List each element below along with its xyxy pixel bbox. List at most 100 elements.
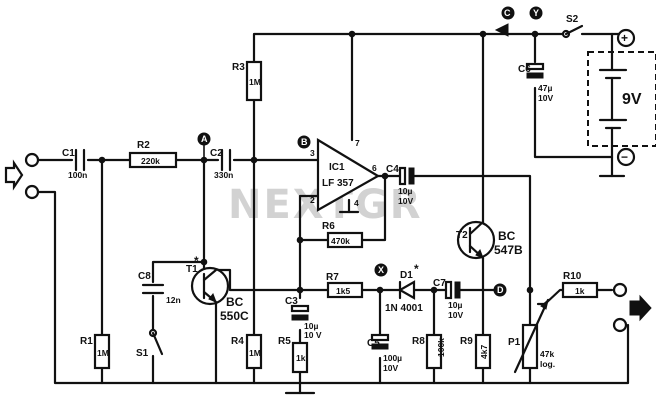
svg-text:6: 6	[372, 163, 377, 173]
svg-text:R2: R2	[137, 140, 150, 151]
node-marker-d: D	[493, 283, 507, 297]
diode-d1: D1 * 1N 4001	[385, 262, 423, 314]
svg-text:R1: R1	[80, 336, 93, 347]
svg-text:10 V: 10 V	[304, 330, 322, 340]
svg-text:*: *	[414, 262, 419, 276]
svg-text:C2: C2	[210, 148, 223, 159]
junction-dots	[98, 30, 539, 294]
svg-text:S1: S1	[136, 348, 149, 359]
svg-text:R8: R8	[412, 336, 425, 347]
svg-text:470k: 470k	[331, 236, 350, 246]
node-marker-c: C	[501, 6, 515, 20]
svg-text:C3: C3	[285, 296, 298, 307]
svg-text:47k: 47k	[540, 349, 554, 359]
resistor-r8: 100k R8	[412, 333, 446, 370]
output-terminal-ground	[612, 317, 628, 333]
svg-text:S2: S2	[566, 14, 579, 25]
svg-text:1k5: 1k5	[336, 286, 350, 296]
svg-text:10V: 10V	[383, 363, 398, 373]
output-terminal-signal	[612, 282, 628, 298]
svg-text:BC: BC	[498, 229, 516, 243]
svg-text:BC: BC	[226, 295, 244, 309]
capacitor-c6: C6 47µ 10V	[518, 62, 553, 103]
svg-text:R4: R4	[231, 336, 244, 347]
resistor-r10: 1k R10	[561, 271, 599, 299]
transistor-t2: T2 BC 547B	[456, 220, 523, 260]
svg-text:C7: C7	[433, 278, 446, 289]
battery-plus-terminal	[616, 28, 636, 48]
svg-text:B: B	[301, 137, 308, 147]
svg-text:7: 7	[355, 138, 360, 148]
capacitor-c8: C8 12n	[138, 271, 181, 305]
svg-text:−: −	[621, 150, 628, 164]
capacitor-c5: C5 100µ 10V	[367, 333, 402, 373]
svg-text:550C: 550C	[220, 309, 249, 323]
svg-text:C1: C1	[62, 148, 75, 159]
node-marker-y: Y	[529, 6, 543, 20]
svg-text:+: +	[621, 31, 628, 45]
svg-text:R3: R3	[232, 62, 245, 73]
svg-text:C6: C6	[518, 64, 531, 75]
svg-text:1N 4001: 1N 4001	[385, 303, 423, 314]
input-terminal-ground	[24, 184, 40, 200]
svg-text:100µ: 100µ	[383, 353, 402, 363]
capacitor-c4: C4 10µ 10V	[386, 164, 415, 206]
svg-text:R10: R10	[563, 271, 582, 282]
svg-text:220k: 220k	[141, 156, 160, 166]
svg-text:10µ: 10µ	[398, 186, 412, 196]
battery-9v: 9V + −	[587, 28, 656, 167]
svg-text:T1: T1	[186, 264, 198, 275]
svg-text:1k: 1k	[575, 286, 585, 296]
node-marker-x: X	[374, 263, 388, 277]
svg-text:9V: 9V	[622, 91, 642, 108]
svg-text:LF 357: LF 357	[322, 178, 354, 189]
capacitor-c3: C3 10µ 10 V	[285, 296, 322, 340]
supply-arrow-icon	[494, 23, 509, 37]
capacitor-c1: C1 100n	[62, 148, 87, 180]
svg-text:3: 3	[310, 148, 315, 158]
input-terminals	[4, 152, 40, 200]
resistor-r2: 220k R2	[128, 140, 178, 169]
svg-text:Y: Y	[533, 8, 539, 18]
svg-text:C5: C5	[367, 338, 380, 349]
svg-text:330n: 330n	[214, 170, 233, 180]
capacitor-c7: C7 10µ 10V	[433, 278, 463, 320]
svg-text:2: 2	[310, 195, 315, 205]
resistor-r5: 1k R5	[278, 336, 309, 374]
svg-text:10µ: 10µ	[448, 300, 462, 310]
capacitor-c2: C2 330n	[210, 148, 233, 180]
svg-text:100k: 100k	[436, 338, 446, 357]
switch-s1: S1	[136, 328, 164, 359]
svg-text:C: C	[504, 8, 511, 18]
svg-text:1M: 1M	[97, 348, 109, 358]
node-marker-a: A	[197, 132, 211, 160]
svg-text:R6: R6	[322, 221, 335, 232]
output-arrow-icon	[629, 294, 652, 322]
svg-text:P1: P1	[508, 337, 521, 348]
node-marker-b: B	[297, 135, 311, 149]
svg-text:10V: 10V	[538, 93, 553, 103]
svg-text:4: 4	[354, 198, 359, 208]
svg-text:1M: 1M	[249, 348, 261, 358]
svg-text:100n: 100n	[68, 170, 87, 180]
output-terminals	[612, 282, 652, 333]
resistor-r3: 1M R3	[232, 60, 263, 102]
svg-text:47µ: 47µ	[538, 83, 552, 93]
svg-text:1M: 1M	[249, 77, 261, 87]
svg-text:C8: C8	[138, 271, 151, 282]
resistor-r9: 4k7 R9	[460, 333, 492, 370]
svg-text:C4: C4	[386, 164, 399, 175]
svg-text:A: A	[201, 134, 208, 144]
svg-text:R9: R9	[460, 336, 473, 347]
resistor-r4: 1M R4	[231, 333, 263, 370]
svg-text:*: *	[194, 254, 199, 268]
svg-text:10V: 10V	[448, 310, 463, 320]
svg-text:12n: 12n	[166, 295, 181, 305]
svg-text:4k7: 4k7	[479, 345, 489, 359]
battery-minus-terminal	[616, 147, 636, 167]
potentiometer-p1: P1 47k log.	[508, 298, 555, 374]
svg-text:log.: log.	[540, 359, 555, 369]
svg-text:D: D	[497, 285, 504, 295]
svg-text:T2: T2	[456, 230, 468, 241]
